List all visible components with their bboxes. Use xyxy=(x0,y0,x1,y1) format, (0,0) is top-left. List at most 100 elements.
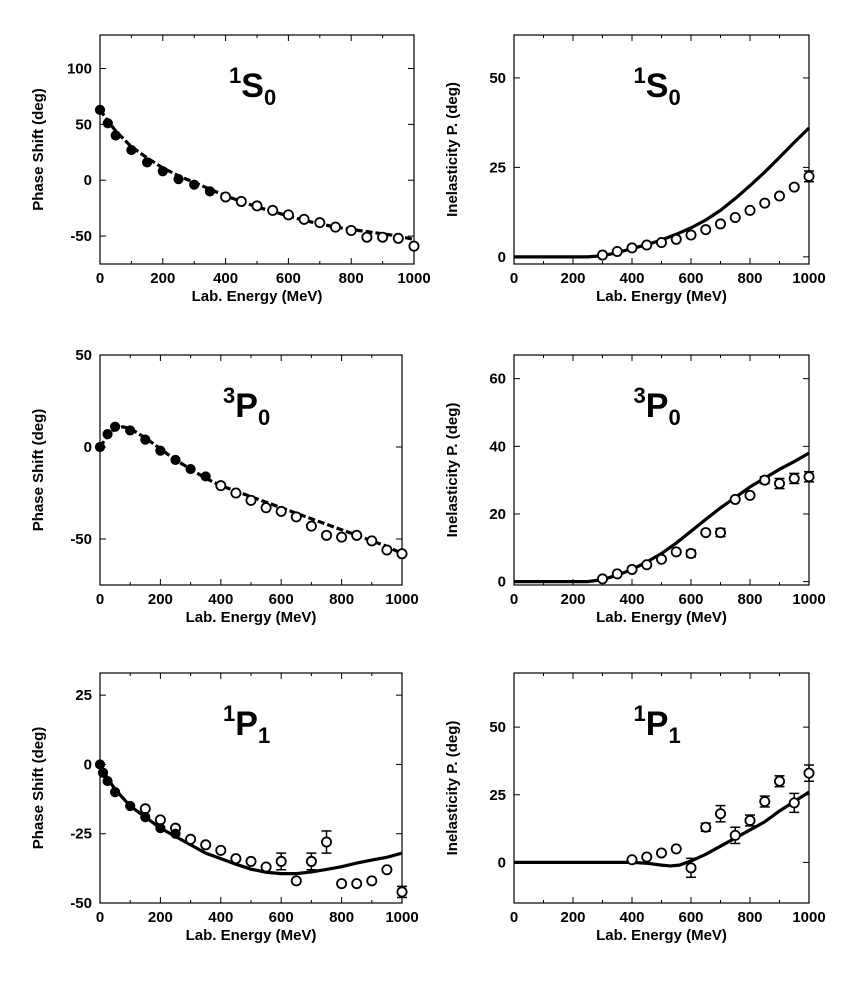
y-tick-label: 0 xyxy=(84,756,92,773)
data-point-open xyxy=(381,544,393,556)
x-tick-label: 400 xyxy=(619,591,644,608)
data-point-open xyxy=(336,531,348,543)
model-curve xyxy=(514,451,810,584)
data-point-open xyxy=(803,471,815,483)
data-point-open xyxy=(788,181,800,193)
x-tick-label: 200 xyxy=(148,909,173,926)
data-point-open xyxy=(744,489,756,501)
data-point-filled xyxy=(125,425,136,436)
data-point-open xyxy=(656,237,668,249)
x-tick-label: 400 xyxy=(208,909,233,926)
data-point-open xyxy=(290,875,302,887)
title-subscript: 0 xyxy=(258,405,270,430)
panel-title: 3P0 xyxy=(223,383,270,430)
x-tick-label: 0 xyxy=(510,591,518,608)
x-axis-label: Lab. Energy (MeV) xyxy=(192,288,323,305)
data-point-open xyxy=(759,197,771,209)
x-tick-label: 1000 xyxy=(792,270,825,287)
x-axis-label: Lab. Energy (MeV) xyxy=(186,609,317,626)
x-tick-label: 0 xyxy=(510,270,518,287)
x-tick-label: 400 xyxy=(619,270,644,287)
data-point-open xyxy=(366,535,378,547)
x-tick-label: 200 xyxy=(148,591,173,608)
model-curve xyxy=(514,790,810,868)
data-point-open xyxy=(670,546,682,558)
data-point-open xyxy=(803,767,815,779)
y-tick-label: -25 xyxy=(70,826,92,843)
title-superscript: 1 xyxy=(634,701,646,726)
data-point-filled xyxy=(170,828,181,839)
x-tick-label: 600 xyxy=(678,591,703,608)
y-tick-label: 20 xyxy=(489,506,506,523)
title-letter: S xyxy=(241,67,264,105)
data-point-open xyxy=(700,527,712,539)
data-point-open xyxy=(700,821,712,833)
data-point-open xyxy=(788,797,800,809)
model-curve xyxy=(98,108,415,241)
data-point-open xyxy=(685,229,697,241)
y-axis-label: Phase Shift (deg) xyxy=(30,727,47,850)
x-tick-label: 800 xyxy=(329,591,354,608)
data-point-open xyxy=(670,843,682,855)
data-point-open xyxy=(744,814,756,826)
data-point-open xyxy=(235,195,247,207)
y-tick-label: 25 xyxy=(489,787,506,804)
data-point-filled xyxy=(200,471,211,482)
data-point-open xyxy=(392,232,404,244)
x-tick-label: 600 xyxy=(678,270,703,287)
data-point-open xyxy=(314,217,326,229)
data-point-filled xyxy=(94,441,106,453)
data-point-open xyxy=(351,529,363,541)
data-point-filled xyxy=(142,157,153,168)
data-point-open xyxy=(656,553,668,565)
data-point-open xyxy=(220,191,232,203)
data-point-open xyxy=(260,502,272,514)
x-tick-label: 600 xyxy=(678,909,703,926)
y-tick-label: 50 xyxy=(489,719,506,736)
x-axis-label: Lab. Energy (MeV) xyxy=(596,927,727,944)
data-point-open xyxy=(729,493,741,505)
title-subscript: 0 xyxy=(668,85,680,110)
y-tick-label: 50 xyxy=(75,347,92,364)
data-point-open xyxy=(351,878,363,890)
x-tick-label: 800 xyxy=(737,270,762,287)
data-point-open xyxy=(230,853,242,865)
data-point-filled xyxy=(102,775,113,787)
data-point-open xyxy=(729,829,741,841)
data-point-filled xyxy=(125,800,136,812)
panel-title: 1P1 xyxy=(223,701,270,748)
data-point-open xyxy=(611,568,623,580)
x-tick-label: 400 xyxy=(619,909,644,926)
data-point-open xyxy=(597,573,609,585)
data-point-open xyxy=(381,864,393,876)
y-axis-label: Phase Shift (deg) xyxy=(30,409,47,532)
data-point-open xyxy=(656,847,668,859)
data-point-open xyxy=(641,851,653,863)
data-point-open xyxy=(185,833,197,845)
data-point-open xyxy=(744,204,756,216)
title-superscript: 1 xyxy=(634,63,646,88)
data-point-filled xyxy=(155,823,166,834)
data-point-filled xyxy=(102,429,113,440)
data-point-open xyxy=(700,224,712,236)
y-tick-label: 50 xyxy=(75,116,92,133)
y-tick-label: 25 xyxy=(489,159,506,176)
title-superscript: 3 xyxy=(634,383,646,408)
data-point-open xyxy=(377,231,389,243)
data-point-open xyxy=(215,844,227,856)
data-point-open xyxy=(729,211,741,223)
title-letter: P xyxy=(646,387,669,425)
data-point-filled xyxy=(140,434,151,445)
data-point-open xyxy=(803,170,815,182)
data-point-open xyxy=(215,480,227,492)
y-axis-label: Inelasticity P. (deg) xyxy=(444,82,461,217)
data-point-filled xyxy=(102,118,113,129)
data-point-open xyxy=(267,204,279,216)
data-point-open xyxy=(611,245,623,257)
x-tick-label: 1000 xyxy=(385,591,418,608)
